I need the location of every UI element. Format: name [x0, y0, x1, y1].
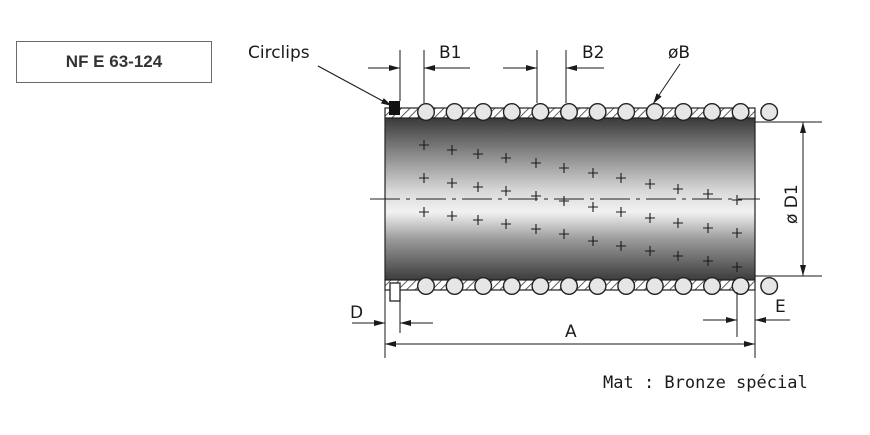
top-ball-row [417, 102, 779, 121]
plus-marker [673, 218, 683, 228]
ball [674, 102, 693, 121]
plus-marker [501, 186, 511, 196]
phi-b-label: øB [668, 43, 690, 63]
plus-marker [645, 246, 655, 256]
circlip-top [389, 101, 400, 115]
ball [531, 277, 550, 296]
plus-marker [501, 219, 511, 229]
plus-marker [616, 173, 626, 183]
plus-marker [588, 236, 598, 246]
ball [531, 102, 550, 121]
plus-marker [531, 158, 541, 168]
plus-marker [588, 202, 598, 212]
plus-marker [616, 207, 626, 217]
ball [445, 277, 464, 296]
e-label: E [775, 297, 786, 317]
ball [760, 102, 779, 121]
plus-marker [559, 163, 569, 173]
ball [502, 277, 521, 296]
ball [645, 102, 664, 121]
material-note: Mat : Bronze spécial [603, 373, 808, 393]
plus-marker [531, 191, 541, 201]
plus-marker [419, 173, 429, 183]
ball [417, 277, 436, 296]
ball [731, 277, 750, 296]
plus-marker [473, 182, 483, 192]
plus-marker [703, 223, 713, 233]
ball [617, 277, 636, 296]
ball [645, 277, 664, 296]
plus-marker [447, 211, 457, 221]
plus-marker [673, 184, 683, 194]
plus-marker [703, 189, 713, 199]
plus-marker [419, 140, 429, 150]
d-label: D [350, 303, 363, 323]
ball [445, 102, 464, 121]
ball-position-markers [419, 140, 742, 272]
plus-marker [673, 251, 683, 261]
ball [588, 102, 607, 121]
plus-marker [531, 224, 541, 234]
circlips-label: Circlips [248, 43, 310, 63]
plus-marker [419, 207, 429, 217]
plus-marker [473, 149, 483, 159]
plus-marker [559, 196, 569, 206]
bottom-ball-row [417, 277, 779, 296]
ball [502, 102, 521, 121]
plus-marker [447, 145, 457, 155]
ball [588, 277, 607, 296]
ball [674, 277, 693, 296]
plus-marker [645, 213, 655, 223]
ball [731, 102, 750, 121]
ball [474, 102, 493, 121]
plus-marker [588, 168, 598, 178]
circlip-bottom [389, 282, 401, 302]
ball [703, 277, 722, 296]
b1-label: B1 [439, 43, 461, 63]
plus-marker [447, 178, 457, 188]
plus-marker [616, 241, 626, 251]
standard-label-box: NF E 63-124 [16, 41, 212, 83]
plus-marker [732, 195, 742, 205]
plus-marker [473, 215, 483, 225]
plus-marker [703, 256, 713, 266]
ball [703, 102, 722, 121]
ball [617, 102, 636, 121]
plus-marker [559, 229, 569, 239]
plus-marker [732, 262, 742, 272]
plus-marker [501, 153, 511, 163]
phi-b-leader [652, 63, 681, 105]
standard-label: NF E 63-124 [65, 52, 163, 71]
ball [760, 277, 779, 296]
plus-marker [645, 179, 655, 189]
ball [560, 277, 579, 296]
ball [417, 102, 436, 121]
ball [560, 102, 579, 121]
plus-marker [732, 228, 742, 238]
circlips-leader [317, 65, 393, 107]
phi-d1-label: ø D1 [782, 184, 802, 224]
ball [474, 277, 493, 296]
b2-label: B2 [582, 43, 604, 63]
a-label: A [565, 322, 577, 342]
